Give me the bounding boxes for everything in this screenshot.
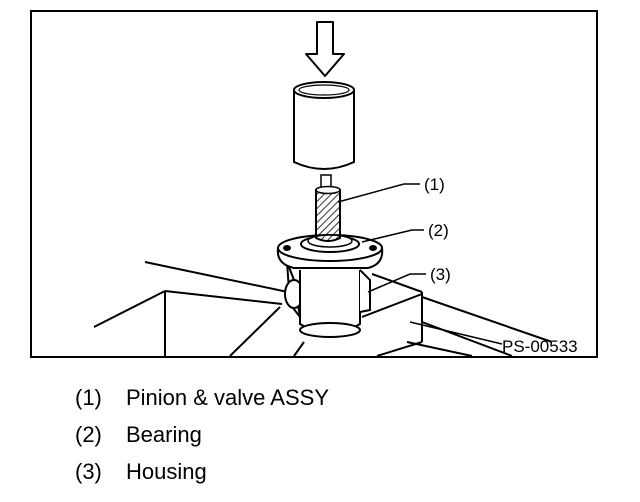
press-tool xyxy=(293,81,355,170)
legend-number: (1) xyxy=(75,385,102,410)
parts-legend: (1) Pinion & valve ASSY (2) Bearing (3) … xyxy=(75,385,329,496)
pinion-valve-shaft xyxy=(315,174,341,242)
legend-text: Bearing xyxy=(126,422,202,447)
legend-text: Housing xyxy=(126,459,207,484)
press-arrow-icon xyxy=(305,21,345,77)
legend-number: (2) xyxy=(75,422,102,447)
legend-text: Pinion & valve ASSY xyxy=(126,385,330,410)
diagram-frame: (1) (2) (3) PS-00533 xyxy=(30,10,598,358)
legend-item: (2) Bearing xyxy=(75,422,329,459)
legend-number: (3) xyxy=(75,459,102,484)
callout-1: (1) xyxy=(424,175,445,194)
assembly-illustration: (1) (2) (3) PS-00533 xyxy=(93,21,578,356)
workbench xyxy=(93,261,553,356)
figure-code: PS-00533 xyxy=(502,337,578,356)
callout-2: (2) xyxy=(428,221,449,240)
legend-item: (1) Pinion & valve ASSY xyxy=(75,385,329,422)
legend-item: (3) Housing xyxy=(75,459,329,496)
callout-3: (3) xyxy=(430,265,451,284)
callout-leaders xyxy=(337,183,503,345)
